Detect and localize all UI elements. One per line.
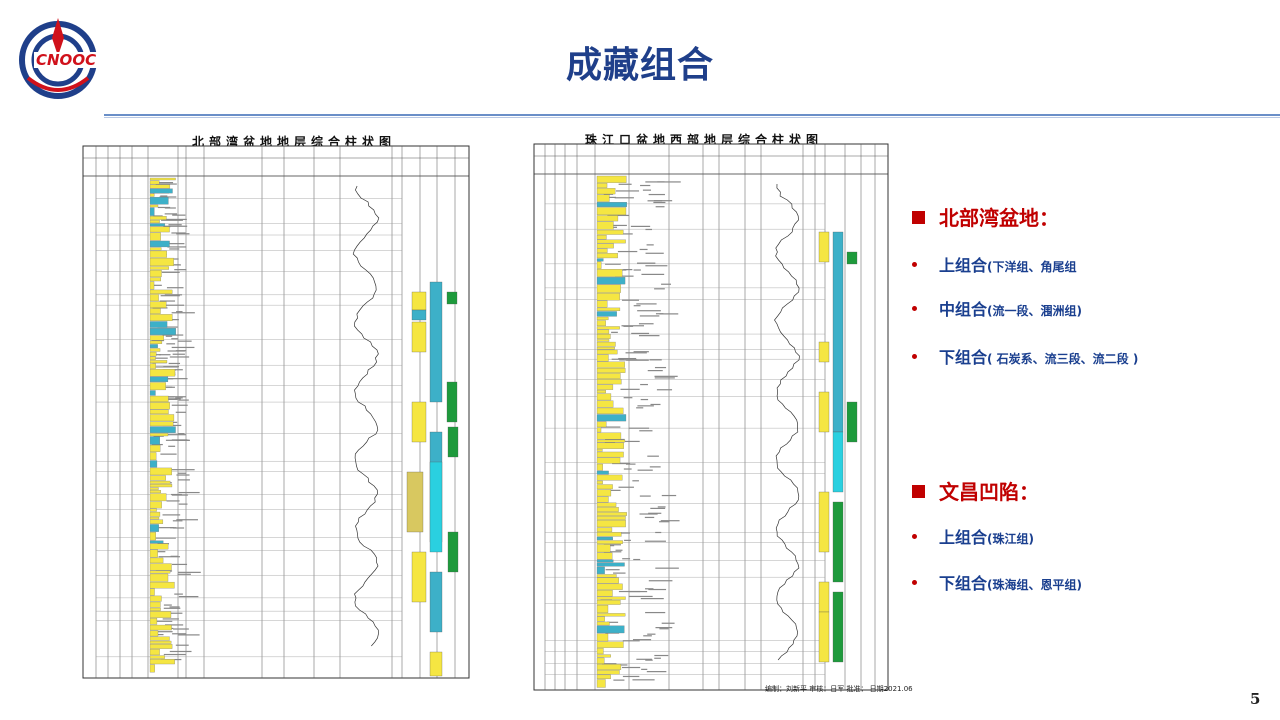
item-sub: (珠海组、恩平组) xyxy=(987,578,1082,592)
list-item: 上组合(珠江组) xyxy=(912,524,1034,548)
page-number: 5 xyxy=(1250,690,1261,708)
item-main: 上组合 xyxy=(939,256,988,275)
square-bullet-icon xyxy=(912,485,925,498)
list-item: 下组合( 石炭系、流三段、流二段 ) xyxy=(912,344,1138,368)
item-sub: (流一段、涠洲组) xyxy=(987,304,1082,318)
dot-bullet-icon xyxy=(912,580,917,585)
dot-bullet-icon xyxy=(912,306,917,311)
dot-bullet-icon xyxy=(912,534,917,539)
right-chart-graphic xyxy=(533,143,889,691)
title-divider xyxy=(104,114,1280,116)
section-heading-text: 北部湾盆地： xyxy=(939,206,1059,230)
left-chart-graphic xyxy=(82,145,470,679)
item-sub: ( 石炭系、流三段、流二段 ) xyxy=(987,352,1139,366)
chart-frame xyxy=(82,145,470,679)
section-heading-wenchang: 文昌凹陷： xyxy=(912,476,1039,505)
item-main: 中组合 xyxy=(939,300,988,319)
section-heading-beibuwan: 北部湾盆地： xyxy=(912,202,1059,231)
item-main: 下组合 xyxy=(939,348,988,367)
item-sub: (下洋组、角尾组 xyxy=(987,260,1077,274)
list-item: 中组合(流一段、涠洲组) xyxy=(912,296,1082,320)
right-chart-footer: 编制：刘新平 审核：日军 批准： 日期2021.06 xyxy=(765,685,913,693)
left-stratigraphic-chart: 北部湾盆地地层综合柱状图 xyxy=(82,132,470,680)
right-stratigraphic-chart: 珠江口盆地西部地层综合柱状图 编制：刘新平 审核：日军 批准： 日期2021.0… xyxy=(533,132,913,693)
square-bullet-icon xyxy=(912,211,925,224)
dot-bullet-icon xyxy=(912,262,917,267)
logo-text: CNOOC xyxy=(36,51,96,69)
section-heading-text: 文昌凹陷： xyxy=(939,480,1039,504)
cnooc-logo-icon: CNOOC xyxy=(14,12,116,108)
title-divider-thin xyxy=(104,117,1280,118)
item-main: 下组合 xyxy=(939,574,988,593)
item-main: 上组合 xyxy=(939,528,988,547)
page-title: 成藏组合 xyxy=(565,45,714,86)
dot-bullet-icon xyxy=(912,354,917,359)
list-item: 上组合(下洋组、角尾组 xyxy=(912,252,1077,276)
list-item: 下组合(珠海组、恩平组) xyxy=(912,570,1082,594)
item-sub: (珠江组) xyxy=(987,532,1034,546)
